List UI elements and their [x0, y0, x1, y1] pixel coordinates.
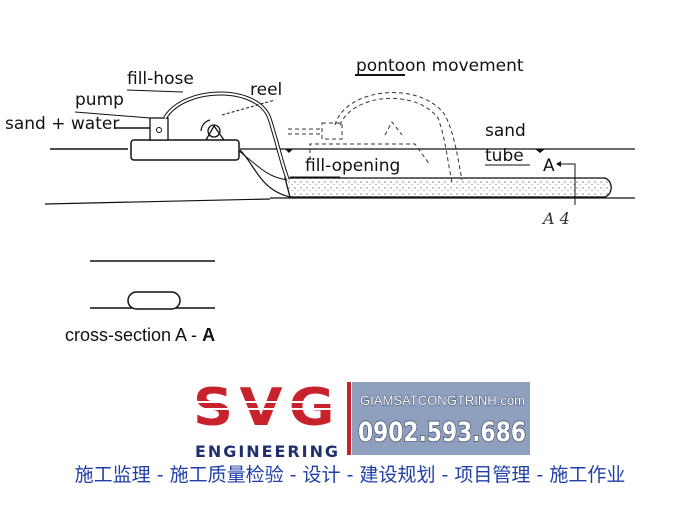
label-pontoon-movement: pontoon movement	[356, 56, 524, 76]
sand-tube	[284, 177, 612, 198]
logo-subtitle: ENGINEERING	[195, 442, 340, 461]
pontoon	[130, 139, 240, 161]
label-sand: sand	[485, 121, 526, 141]
section-reference: A 4	[541, 209, 570, 228]
website-text: GIAMSATCONGTRINH.com	[360, 392, 525, 408]
label-fill-opening: fill-opening	[305, 156, 400, 176]
tube-feed-inner	[237, 149, 289, 181]
label-pump: pump	[75, 90, 124, 110]
pump-icon	[156, 127, 162, 133]
pump-box	[149, 117, 169, 141]
pontoon-future-position	[288, 92, 463, 183]
logo-divider	[347, 382, 351, 455]
reel-stand	[205, 124, 225, 141]
reel-rotation-arrow-icon	[200, 119, 211, 132]
fill-hose	[163, 91, 290, 181]
label-reel: reel	[250, 80, 282, 100]
contact-panel	[352, 382, 530, 455]
svg-engineering-logo: SVG ENGINEERING GIAMSATCONGTRINH.com 090…	[190, 378, 530, 461]
seabed-line	[44, 198, 271, 205]
label-fill-hose: fill-hose	[127, 69, 194, 89]
section-line	[558, 163, 576, 205]
section-arrow-icon	[556, 161, 561, 167]
cross-section-tube	[127, 291, 181, 310]
label-tube: tube	[485, 146, 524, 166]
label-sand-water: sand + water	[5, 114, 119, 134]
services-footer: 施工监理 - 施工质量检验 - 设计 - 建设规划 - 项目管理 - 施工作业	[74, 464, 626, 486]
phone-number: 0902.593.686	[358, 417, 526, 448]
section-marker-a: A	[543, 156, 555, 176]
cross-section-label: cross-section A - A	[65, 325, 215, 345]
